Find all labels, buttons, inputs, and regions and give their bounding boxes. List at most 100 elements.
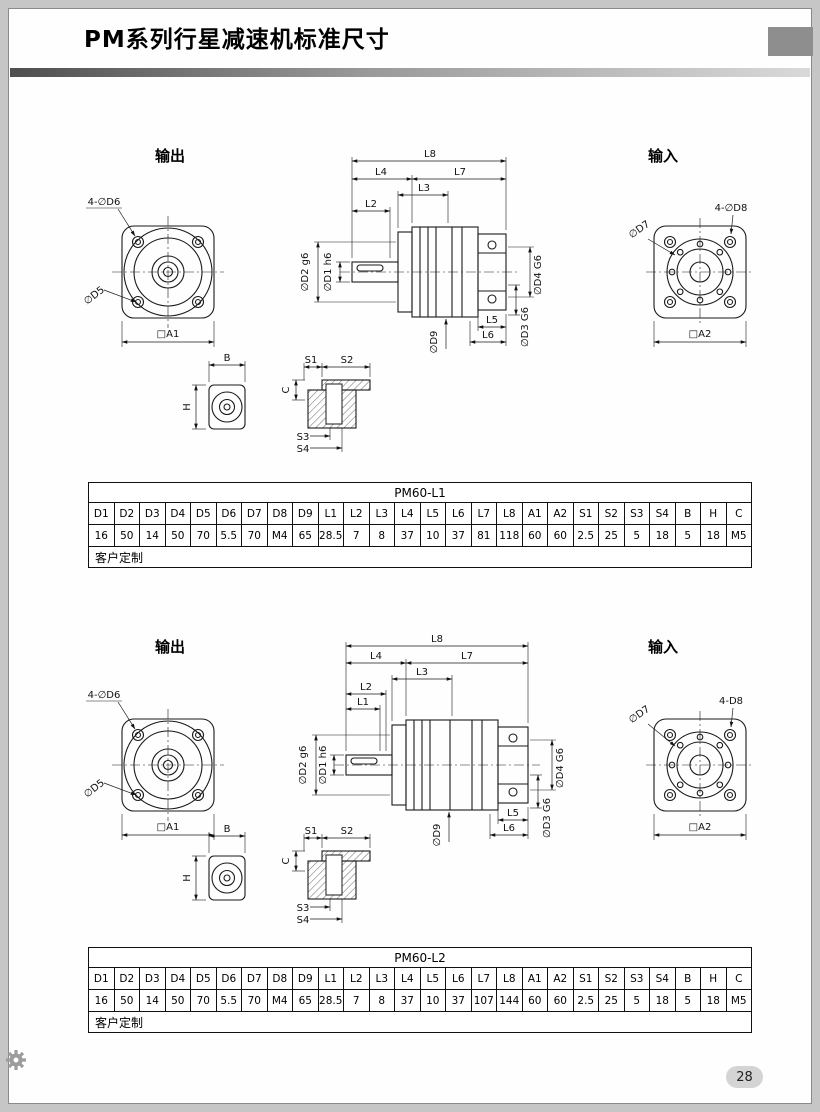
shaft-end-view: B H <box>182 353 246 430</box>
input-label: 输入 <box>648 638 678 656</box>
table-cell: 18 <box>700 989 727 1012</box>
table-cell: D2 <box>113 502 140 525</box>
table-cell: 37 <box>394 989 421 1012</box>
table-cell: D6 <box>215 967 242 990</box>
dim-label-d7: ∅D7 <box>627 219 652 241</box>
table-cell: L8 <box>496 967 523 990</box>
table-cell: 144 <box>496 989 523 1012</box>
table-cell: C <box>725 967 752 990</box>
table-cell: L2 <box>343 967 370 990</box>
table-cell: 14 <box>139 524 166 547</box>
table-title-row: PM60-L1 <box>88 482 752 503</box>
table-cell: L2 <box>343 502 370 525</box>
table-cell: 5 <box>623 989 650 1012</box>
table-cell: A1 <box>521 502 548 525</box>
table-cell: L8 <box>496 502 523 525</box>
table-cell: L6 <box>445 967 472 990</box>
table-cell: L7 <box>470 967 497 990</box>
front-view-output: 4-∅D6 ∅D5 □A1 <box>82 197 224 347</box>
dim-label-d3: ∅D3 G6 <box>542 798 553 838</box>
table-cell: 7 <box>343 989 370 1012</box>
dim-label-l6: L6 <box>503 823 515 834</box>
front-view-output: 4-∅D6 ∅D5 □A1 <box>82 690 224 840</box>
shaft-end-view: B H <box>182 824 246 901</box>
table-cell: B <box>674 502 701 525</box>
table-cell: L7 <box>470 502 497 525</box>
table-cell: 2.5 <box>572 989 599 1012</box>
table-cell: L5 <box>419 967 446 990</box>
table-cell: 60 <box>547 989 574 1012</box>
table-cell: D8 <box>266 502 293 525</box>
table-cell: 65 <box>292 524 319 547</box>
table-cell: 37 <box>394 524 421 547</box>
table-cell: L3 <box>368 967 395 990</box>
dim-label-b: B <box>224 824 231 835</box>
dim-label-d5: ∅D5 <box>82 285 107 308</box>
rear-view-input: ∅D7 4-∅D8 □A2 <box>627 203 754 347</box>
table-cell: 81 <box>470 524 497 547</box>
dim-label-l1: L1 <box>357 697 369 708</box>
table-cell: 18 <box>649 989 676 1012</box>
side-view: L8 L4 L7 L3 L2 L1 ∅D2 g6 <box>298 634 566 846</box>
dim-label-l7: L7 <box>461 651 473 662</box>
table-cell: 18 <box>649 524 676 547</box>
table-cell: S2 <box>598 502 625 525</box>
dim-label-l4: L4 <box>370 651 382 662</box>
dim-label-d8: 4-D8 <box>719 696 743 707</box>
output-label: 输出 <box>155 147 185 165</box>
table-cell: D4 <box>164 502 191 525</box>
table-cell: 25 <box>598 989 625 1012</box>
drawing-section-1: 输出 输入 4-∅D6 ∅D5 □A1 <box>82 147 754 455</box>
table-cell: D7 <box>241 502 268 525</box>
table-footer-row: 客户定制 <box>88 1011 752 1033</box>
table-cell: 14 <box>139 989 166 1012</box>
dim-label-l3: L3 <box>418 183 430 194</box>
table-title: PM60-L1 <box>88 482 752 503</box>
table-cell: M4 <box>266 989 293 1012</box>
dim-label-l2: L2 <box>360 682 372 693</box>
table-cell: D3 <box>139 967 166 990</box>
table-cell: 16 <box>88 524 115 547</box>
dim-label-d3: ∅D3 G6 <box>520 307 531 347</box>
table-cell: 37 <box>445 524 472 547</box>
dim-label-d1: ∅D1 h6 <box>318 746 329 785</box>
dim-label-s1: S1 <box>305 355 318 366</box>
dim-label-s2: S2 <box>341 826 354 837</box>
table-cell: D5 <box>190 967 217 990</box>
page-number: 28 <box>726 1066 763 1088</box>
table-cell: L3 <box>368 502 395 525</box>
table-cell: D3 <box>139 502 166 525</box>
table-footer-row: 客户定制 <box>88 546 752 568</box>
table-cell: 16 <box>88 989 115 1012</box>
table-cell: H <box>700 967 727 990</box>
table-footer: 客户定制 <box>88 546 752 568</box>
input-label: 输入 <box>648 147 678 165</box>
table-cell: M4 <box>266 524 293 547</box>
table-cell: 70 <box>241 989 268 1012</box>
gear-icon <box>6 1050 26 1070</box>
dim-label-s4: S4 <box>297 915 310 926</box>
dim-label-d2: ∅D2 g6 <box>300 253 311 292</box>
table-cell: 25 <box>598 524 625 547</box>
dim-label-c: C <box>281 857 292 864</box>
dim-label-s4: S4 <box>297 444 310 455</box>
page-title: PM系列行星减速机标准尺寸 <box>84 27 390 53</box>
table-cell: 8 <box>368 524 395 547</box>
table-cell: 5 <box>674 524 701 547</box>
table-cell: D9 <box>292 502 319 525</box>
dim-label-a2: □A2 <box>689 822 712 833</box>
section-view: S1 S2 C S3 S4 <box>281 826 371 926</box>
table-cell: 107 <box>470 989 497 1012</box>
table-cell: 50 <box>113 989 140 1012</box>
table-cell: D4 <box>164 967 191 990</box>
table-cell: A2 <box>547 502 574 525</box>
table-cell: S4 <box>649 502 676 525</box>
dim-label-d1: ∅D1 h6 <box>323 253 334 292</box>
dim-label-d6: 4-∅D6 <box>88 197 121 208</box>
table-cell: S1 <box>572 967 599 990</box>
table-cell: D8 <box>266 967 293 990</box>
dim-label-a1: □A1 <box>157 329 180 340</box>
